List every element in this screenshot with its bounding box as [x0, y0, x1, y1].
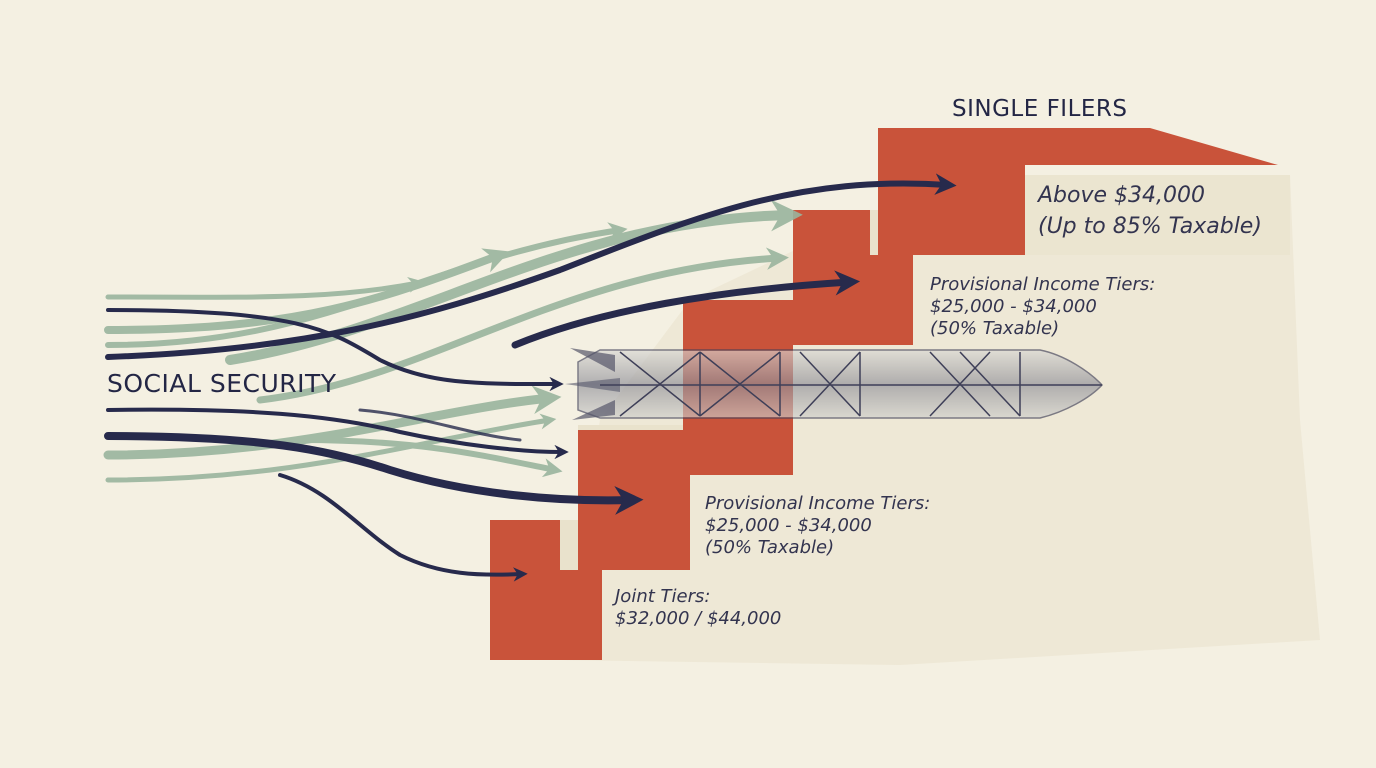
tier-third-line-1: Provisional Income Tiers:	[705, 493, 931, 514]
tier-third-line-2: $25,000 - $34,000	[705, 515, 872, 536]
tier-top-line-2: (Up to 85% Taxable)	[1038, 214, 1262, 239]
step-five	[490, 520, 602, 660]
tier-second-line-1: Provisional Income Tiers:	[930, 274, 1156, 295]
green-arrow-group	[103, 199, 803, 483]
tier-label-top: Above $34,000 (Up to 85% Taxable)	[1038, 180, 1262, 242]
single-filers-label: SINGLE FILERS	[952, 96, 1128, 122]
source-label: SOCIAL SECURITY	[107, 369, 337, 398]
rocket-icon	[565, 348, 1104, 420]
step-four	[578, 425, 690, 570]
tier-top-line-1: Above $34,000	[1038, 183, 1205, 208]
tier-label-second: Provisional Income Tiers: $25,000 - $34,…	[930, 274, 1155, 340]
tier-label-third: Provisional Income Tiers: $25,000 - $34,…	[705, 493, 930, 559]
background-wash	[560, 175, 1320, 665]
tier-joint-line-2: $32,000 / $44,000	[615, 608, 782, 629]
tier-second-line-2: $25,000 - $34,000	[930, 296, 1097, 317]
tier-second-line-3: (50% Taxable)	[930, 318, 1060, 339]
step-top	[878, 128, 1290, 255]
tier-third-line-3: (50% Taxable)	[705, 537, 835, 558]
tier-label-joint: Joint Tiers: $32,000 / $44,000	[615, 586, 781, 630]
tier-joint-line-1: Joint Tiers:	[615, 586, 711, 607]
navy-arrow-group	[104, 173, 957, 582]
